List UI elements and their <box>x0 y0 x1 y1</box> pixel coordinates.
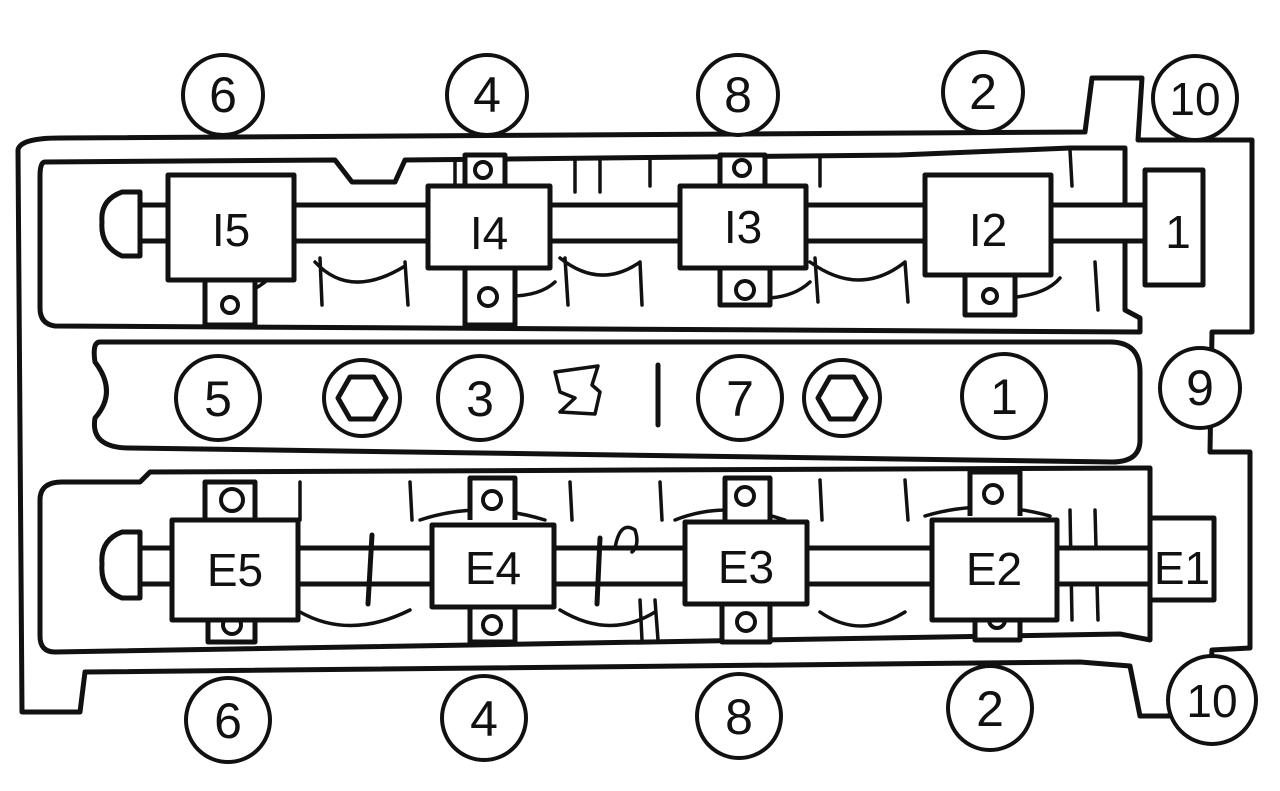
intake-cavity-outline <box>37 145 1143 335</box>
intake-journal-lines <box>203 148 1100 312</box>
exhaust-cavity-outline <box>37 465 1153 655</box>
center-bolt-strip <box>91 339 1143 465</box>
top-seq-number: 6 <box>209 67 237 123</box>
mid-seq-circle <box>436 354 524 442</box>
exhaust-cap-label-3: E2 <box>966 543 1022 595</box>
intake-cap-i3 <box>677 183 809 271</box>
top-seq-circle <box>181 53 265 137</box>
mid-seq-number: 9 <box>1186 360 1214 416</box>
top-seq-circle <box>445 53 529 137</box>
top-sequence: 6 4 8 2 10 <box>181 50 1239 142</box>
exhaust-cap-label-2: E3 <box>718 541 774 593</box>
exhaust-cam-pin <box>613 525 639 554</box>
exhaust-cam-end <box>99 529 143 601</box>
mid-seq-number: 3 <box>466 371 494 427</box>
intake-cap-1 <box>1142 167 1206 288</box>
mid-seq-circle <box>960 352 1048 440</box>
exhaust-cap-e2 <box>929 517 1060 623</box>
mid-seq-number: 7 <box>726 371 754 427</box>
top-seq-number: 8 <box>724 67 752 123</box>
mid-seq-number: 1 <box>990 369 1018 425</box>
intake-cap-label-1: I4 <box>470 207 508 259</box>
bottom-seq-circle <box>184 676 272 764</box>
bottom-seq-circle <box>695 672 783 760</box>
mid-seq-number: 5 <box>204 371 232 427</box>
bottom-seq-circle <box>440 674 528 762</box>
top-seq-circle <box>941 50 1025 134</box>
exhaust-cam-marks <box>365 532 603 607</box>
bottom-seq-number: 2 <box>976 681 1004 737</box>
bottom-seq-circle <box>1166 654 1258 746</box>
exhaust-cap-label-1: E4 <box>465 542 521 594</box>
top-seq-number: 10 <box>1169 73 1220 125</box>
top-seq-circle <box>696 53 780 137</box>
bottom-seq-number: 8 <box>725 689 753 745</box>
intake-cam-end <box>99 189 143 259</box>
cylinder-head-outline <box>15 75 1255 719</box>
bottom-seq-number: 10 <box>1186 675 1237 727</box>
intake-cap-i5 <box>165 172 297 283</box>
top-seq-circle <box>1151 54 1239 142</box>
exhaust-cap-e1 <box>1147 515 1217 603</box>
top-seq-number: 2 <box>969 64 997 120</box>
exhaust-cap-label-first: E1 <box>1154 542 1210 594</box>
intake-cap-label-first: 1 <box>1165 206 1191 258</box>
exhaust-cap-e5 <box>169 517 301 623</box>
mid-seq-circle <box>174 354 262 442</box>
bottom-sequence: 6 4 8 2 10 <box>184 654 1258 764</box>
exhaust-cap-e3 <box>682 519 810 607</box>
center-strip-logo <box>553 364 602 416</box>
intake-cap-label-3: I2 <box>969 204 1007 256</box>
middle-sequence: 5 3 7 1 9 <box>174 346 1242 442</box>
exhaust-cap-e4 <box>429 522 557 610</box>
bottom-seq-number: 6 <box>214 693 242 749</box>
intake-cap-label-2: I3 <box>724 201 762 253</box>
intake-cap-i4 <box>425 183 553 271</box>
top-seq-number: 4 <box>473 67 501 123</box>
mid-seq-circle <box>1158 346 1242 430</box>
bottom-seq-number: 4 <box>470 691 498 747</box>
exhaust-cap-label-0: E5 <box>207 544 263 596</box>
intake-cap-label-0: I5 <box>212 204 250 256</box>
bottom-seq-circle <box>946 664 1034 752</box>
mid-seq-circle <box>696 354 784 442</box>
intake-cap-tabs <box>202 152 1018 328</box>
intake-cap-i2 <box>922 172 1054 278</box>
